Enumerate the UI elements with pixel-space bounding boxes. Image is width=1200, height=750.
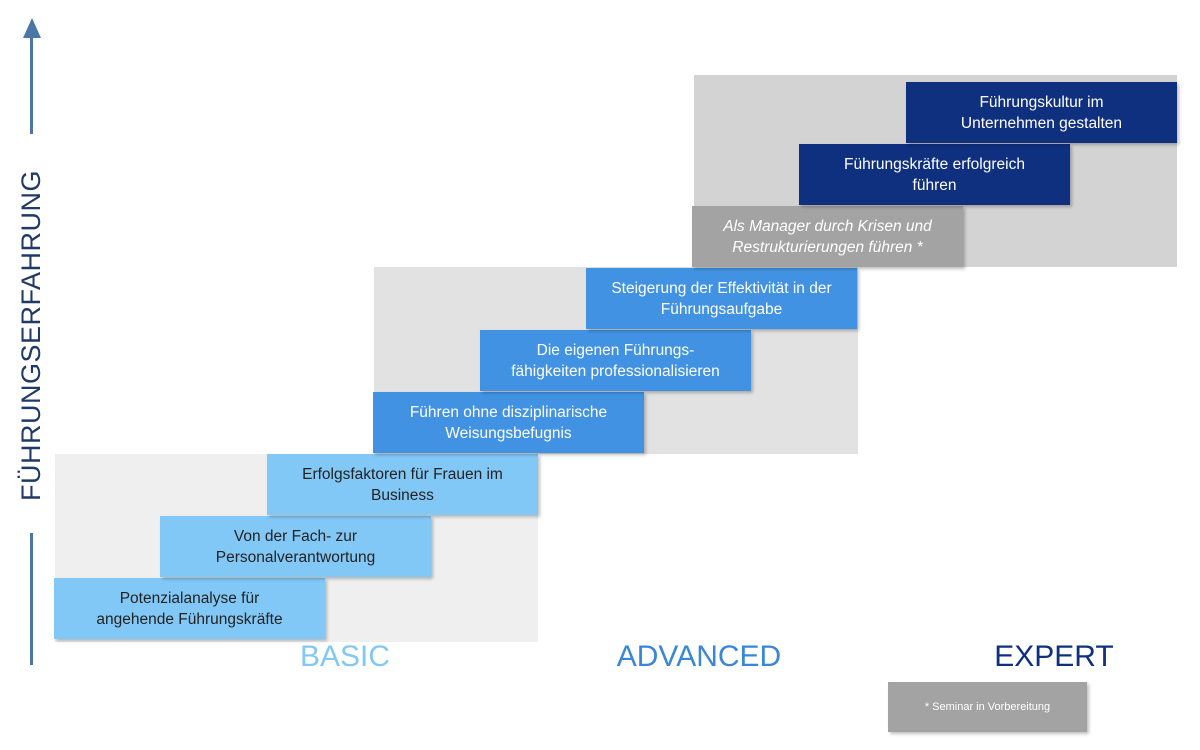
- seminar-title-line: Potenzialanalyse für: [119, 589, 260, 607]
- level-label-advanced: ADVANCED: [616, 640, 782, 673]
- seminar-title-line: Führen ohne disziplinarische: [409, 403, 608, 421]
- axis-title: FÜHRUNGSERFAHRUNG: [3, 169, 59, 501]
- seminar-title-line: Unternehmen gestalten: [960, 114, 1123, 132]
- seminar-title-line: Führungskultur im: [979, 93, 1104, 111]
- footnote-seminar-in-preparation: * Seminar in Vorbereitung: [888, 682, 1087, 732]
- seminar-title-line: Steigerung der Effektivität in der: [611, 279, 832, 297]
- seminar-step[interactable]: Führungskultur im Unternehmen gestalten: [906, 82, 1177, 143]
- seminar-title-line: Personalverantwortung: [215, 548, 376, 566]
- axis-arrow-up-icon: [23, 18, 41, 38]
- seminar-step[interactable]: Führungskräfte erfolgreich führen: [799, 144, 1070, 205]
- level-label-expert: EXPERT: [994, 640, 1114, 673]
- seminar-title-line: Business: [371, 486, 434, 504]
- seminar-title-line: Führungskräfte erfolgreich: [844, 155, 1025, 173]
- seminar-title-line: Als Manager durch Krisen und: [723, 217, 932, 235]
- seminar-title-line: Führungsaufgabe: [660, 300, 783, 318]
- seminar-title-line: fähigkeiten professionalisieren: [511, 362, 720, 380]
- seminar-title-line: angehende Führungskräfte: [96, 610, 283, 628]
- level-label-basic: BASIC: [299, 640, 391, 673]
- seminar-step[interactable]: Erfolgsfaktoren für Frauen im Business: [267, 454, 538, 515]
- seminar-title-line: Restrukturierungen führen *: [732, 238, 923, 256]
- seminar-title-line: Erfolgsfaktoren für Frauen im: [302, 465, 503, 483]
- axis-line-upper: [30, 36, 33, 134]
- axis-line-lower: [30, 533, 33, 665]
- seminar-title-line: Die eigenen Führungs-: [536, 341, 695, 359]
- seminar-title-line: Von der Fach- zur: [233, 527, 358, 545]
- seminar-title-line: führen: [912, 176, 957, 194]
- seminar-title-line: Weisungsbefugnis: [445, 424, 572, 442]
- axis-title-text: FÜHRUNGSERFAHRUNG: [15, 169, 46, 501]
- seminar-step[interactable]: Die eigenen Führungs-fähigkeiten profess…: [480, 330, 751, 391]
- seminar-step[interactable]: Potenzialanalyse für angehende Führungskr…: [54, 578, 325, 639]
